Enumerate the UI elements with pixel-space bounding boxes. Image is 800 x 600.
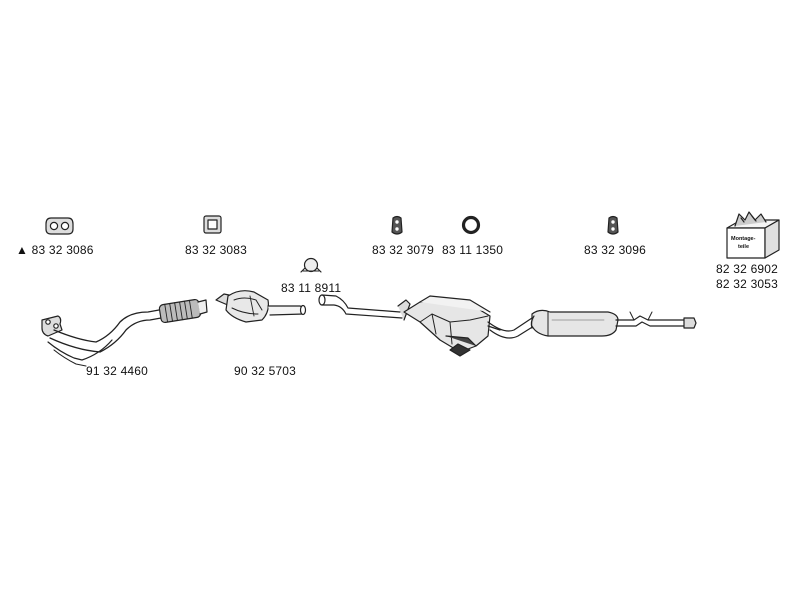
part-label-mounting-kit-2: 82 32 3053	[716, 277, 779, 291]
part-label-hanger-a: 83 32 3079	[372, 243, 435, 257]
mounting-kit-text-1: Montage-	[731, 236, 756, 242]
square-gasket-icon	[203, 215, 222, 234]
mounting-kit-box-icon: Montage- teile	[726, 211, 780, 259]
part-label-flange-gasket: ▲ 83 32 3086	[16, 243, 94, 257]
part-label-front-pipe: 91 32 4460	[86, 364, 149, 378]
tail-pipe	[615, 311, 697, 329]
part-label-catalytic-converter: 90 32 5703	[234, 364, 297, 378]
connecting-pipe	[487, 317, 535, 339]
pipe-clamp-icon	[300, 257, 322, 273]
rear-silencer	[530, 309, 619, 337]
front-pipe	[41, 298, 208, 367]
rubber-ring-icon	[461, 215, 481, 235]
triangle-marker-icon: ▲	[16, 243, 29, 257]
middle-silencer	[403, 295, 501, 357]
part-label-square-gasket: 83 32 3083	[185, 243, 248, 257]
part-label-ring: 83 11 1350	[442, 243, 504, 257]
intermediate-pipe	[318, 294, 411, 321]
catalytic-converter	[215, 290, 307, 323]
part-label-clamp: 83 11 8911	[281, 281, 342, 295]
part-label-hanger-b: 83 32 3096	[584, 243, 647, 257]
part-label-mounting-kit-1: 82 32 6902	[716, 262, 779, 276]
mounting-kit-text-2: teile	[738, 244, 749, 250]
rubber-hanger-icon	[391, 215, 403, 235]
part-number: 83 32 3086	[31, 243, 94, 257]
rubber-hanger-icon	[607, 215, 619, 235]
flange-gasket-icon	[45, 217, 74, 235]
